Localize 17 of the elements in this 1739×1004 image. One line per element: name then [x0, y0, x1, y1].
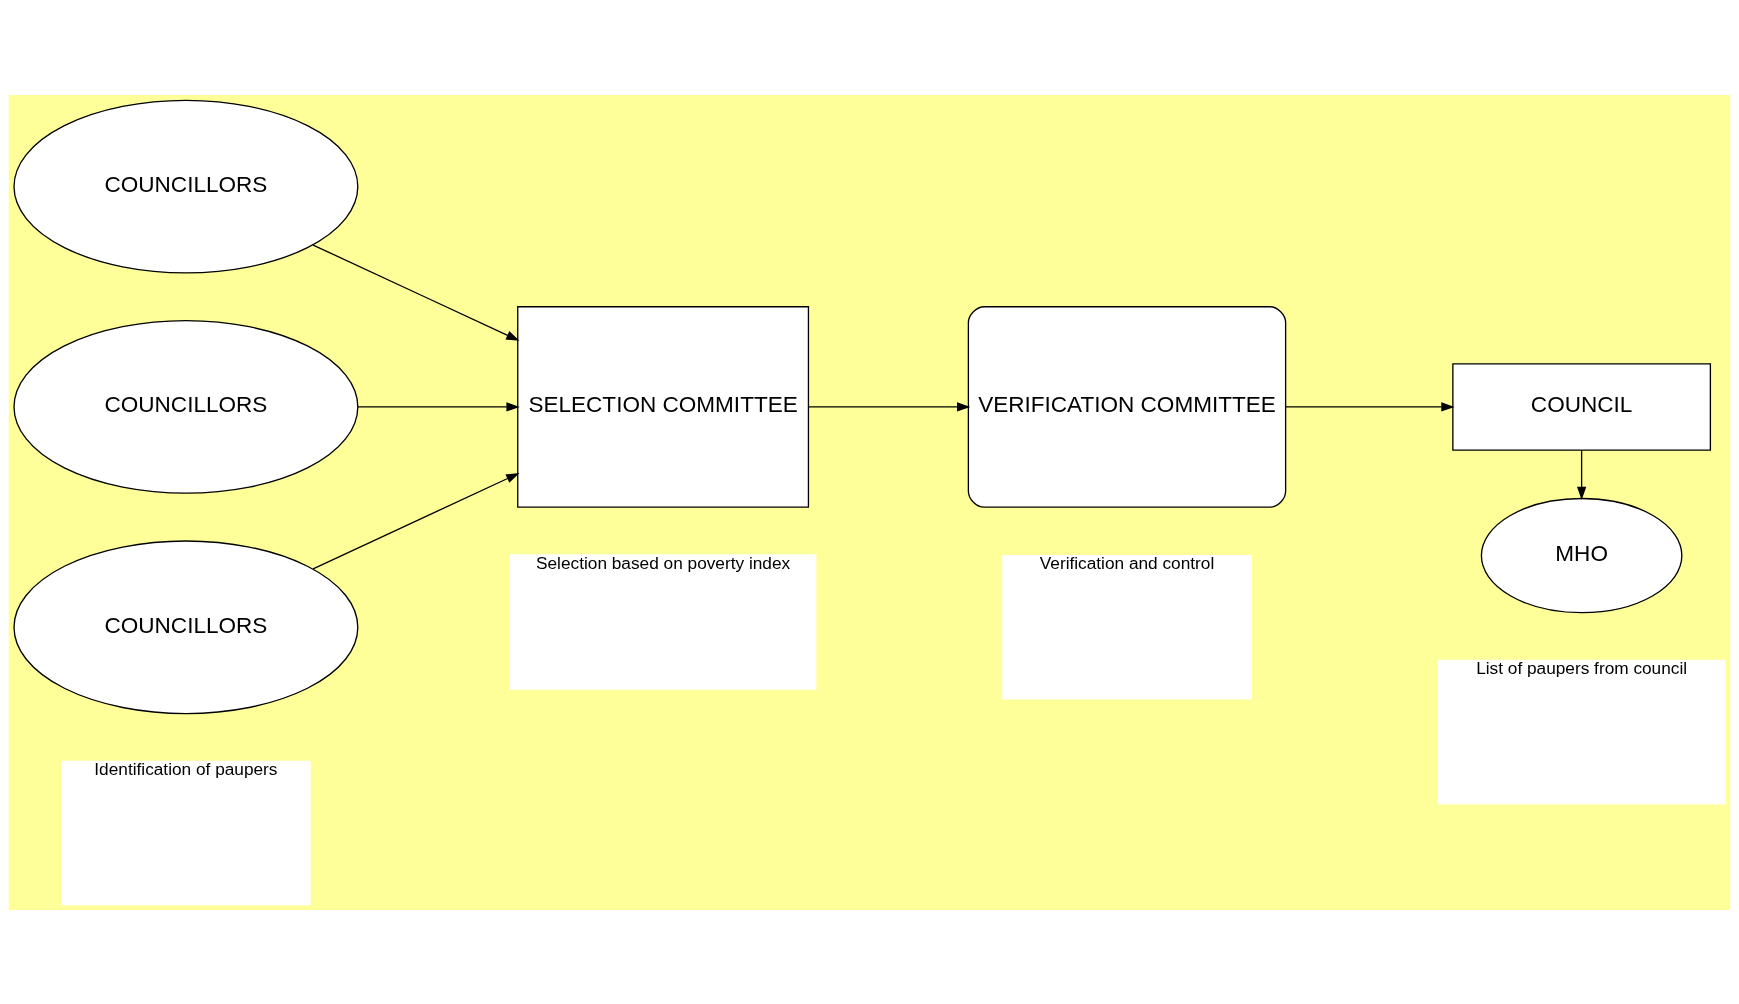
node-box: Identification of paupers	[61, 760, 311, 905]
arrow	[312, 472, 520, 569]
node-box: COUNCIL	[1452, 362, 1712, 451]
arrow	[357, 401, 520, 412]
node-box: SELECTION COMMITTEE	[517, 305, 810, 508]
arrow	[807, 401, 971, 412]
node-ellipse: COUNCILLORS	[13, 319, 359, 494]
node-ellipse: COUNCILLORS	[13, 99, 359, 274]
arrow	[1285, 401, 1455, 412]
node-ellipse: COUNCILLORS	[13, 539, 359, 714]
arrow	[1576, 449, 1587, 500]
node-ellipse: MHO	[1480, 497, 1683, 613]
node-box: List of paupers from council	[1437, 659, 1726, 804]
node-box: Verification and control	[1002, 554, 1252, 700]
node-box: VERIFICATION COMMITTEE	[967, 305, 1287, 508]
arrow	[312, 243, 520, 341]
node-box: Selection based on poverty index	[509, 553, 817, 690]
